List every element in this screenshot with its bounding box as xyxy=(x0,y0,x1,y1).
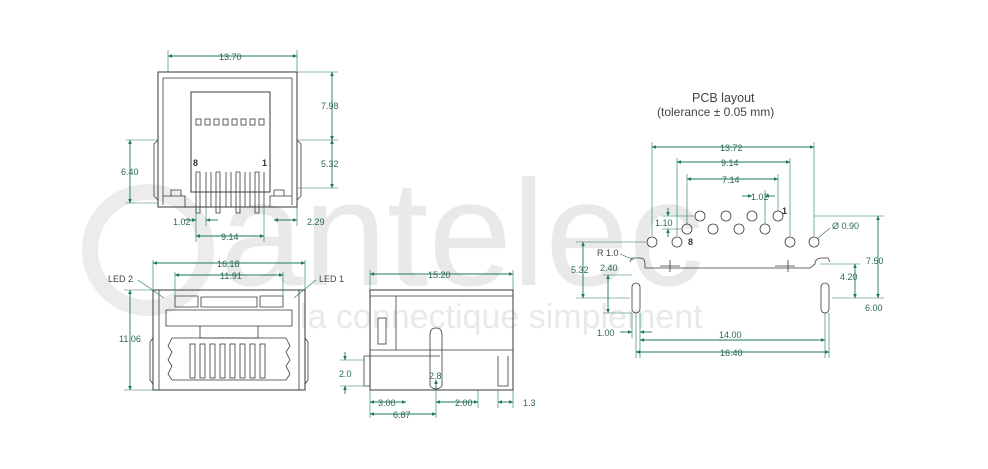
pcb-board-marks xyxy=(660,260,795,272)
front-height-total-label: 7.98 xyxy=(321,101,339,111)
front-height-left-label: 6.40 xyxy=(121,167,139,177)
pcb-dim-750-label: 7.50 xyxy=(866,256,884,266)
pcb-radius-label: R 1.0 xyxy=(597,248,619,258)
front-pin-pitch-label: 1.02 xyxy=(173,217,191,227)
front-left-latch xyxy=(153,139,159,201)
side-rear-leg xyxy=(497,356,509,387)
side-length-label: 15.20 xyxy=(428,270,451,280)
pcb-dim-420-label: 4.20 xyxy=(840,272,858,282)
watermark-logo-ring xyxy=(82,184,214,316)
rear-contacts xyxy=(189,343,266,379)
pcb-dim-240-label: 2.40 xyxy=(600,263,618,273)
rear-height-label: 11.06 xyxy=(119,334,141,344)
rear-led-windows xyxy=(174,295,284,308)
pcb-row-offset-label: 1.10 xyxy=(655,218,673,228)
led1-label: LED 1 xyxy=(319,274,344,284)
rear-shelf xyxy=(165,309,293,327)
pcb-width-714-label: 7.14 xyxy=(722,175,740,185)
front-right-foot xyxy=(269,189,292,207)
side-led-window xyxy=(377,317,387,345)
pcb-title: PCB layout xyxy=(692,91,755,105)
front-width-label: 13.70 xyxy=(219,52,242,62)
rear-side-latches xyxy=(149,337,309,385)
side-base-lines xyxy=(370,349,513,357)
front-pin1-label: 1 xyxy=(262,158,267,168)
front-left-foot xyxy=(163,189,186,207)
front-jack-opening xyxy=(190,91,271,193)
led2-label: LED 2 xyxy=(108,274,133,284)
side-peg-height-label: 2.0 xyxy=(339,369,352,379)
side-mount-peg xyxy=(429,327,443,390)
pcb-width-914-label: 9.14 xyxy=(721,158,739,168)
side-dim-687-label: 6.87 xyxy=(393,410,411,420)
pcb-right-slot xyxy=(820,282,830,314)
front-offset-right-label: 2.29 xyxy=(307,217,325,227)
rear-center-block xyxy=(199,326,259,339)
rear-contact-body xyxy=(167,337,291,381)
rear-view: LED 2 LED 1 16.18 11.91 11.06 xyxy=(108,259,344,391)
pcb-outline xyxy=(629,257,831,269)
rear-top-tab xyxy=(200,296,258,308)
rear-view-outline xyxy=(152,289,306,391)
pcb-dim-100-label: 1.00 xyxy=(597,328,615,338)
side-peg-diameter-label: 2.8 xyxy=(429,371,442,381)
front-height-lower-label: 5.32 xyxy=(321,159,339,169)
side-view: 15.20 2.0 2.8 3.00 2.00 1.3 6.87 xyxy=(339,270,536,420)
watermark-tagline: la connectique simplement xyxy=(300,298,703,336)
side-dim-13-label: 1.3 xyxy=(523,398,536,408)
pcb-pin1-label: 1 xyxy=(782,206,787,216)
front-pin8-label: 8 xyxy=(193,158,198,168)
front-inner-frame xyxy=(162,77,293,205)
pcb-pitch-label: 1.02 xyxy=(751,192,769,202)
front-contact-slots xyxy=(195,118,265,126)
side-dim-300-label: 3.00 xyxy=(378,398,396,408)
pcb-width-1372-label: 13.72 xyxy=(720,143,743,153)
front-view: 8 1 13.70 7.98 5.32 6.40 1.02 9.14 2.29 xyxy=(121,50,339,242)
pcb-holes xyxy=(646,210,820,248)
side-dim-200-label: 2.00 xyxy=(455,398,473,408)
rear-width-outer-label: 16.18 xyxy=(217,259,240,269)
pcb-layout: PCB layout (tolerance ± 0.05 mm) 8 1 xyxy=(571,91,884,358)
pcb-dim-1400-label: 14.00 xyxy=(719,330,742,340)
pcb-pin8-label: 8 xyxy=(688,237,693,247)
watermark-brand: antelec xyxy=(220,149,704,317)
pcb-dim-1640-label: 16.40 xyxy=(720,348,743,358)
side-front-peg xyxy=(363,355,371,387)
rear-width-inner-label: 11.91 xyxy=(220,271,242,281)
front-right-latch xyxy=(296,139,302,201)
rear-side-walls xyxy=(158,290,300,390)
pcb-dim-600-label: 6.00 xyxy=(865,303,883,313)
front-pin-span-label: 9.14 xyxy=(221,232,239,242)
front-pins xyxy=(195,171,265,214)
pcb-dim-532-label: 5.32 xyxy=(571,265,589,275)
watermark: antelec la connectique simplement xyxy=(82,149,704,336)
pcb-tolerance: (tolerance ± 0.05 mm) xyxy=(657,105,774,119)
pcb-hole-diameter-label: Ø 0.90 xyxy=(832,221,859,231)
